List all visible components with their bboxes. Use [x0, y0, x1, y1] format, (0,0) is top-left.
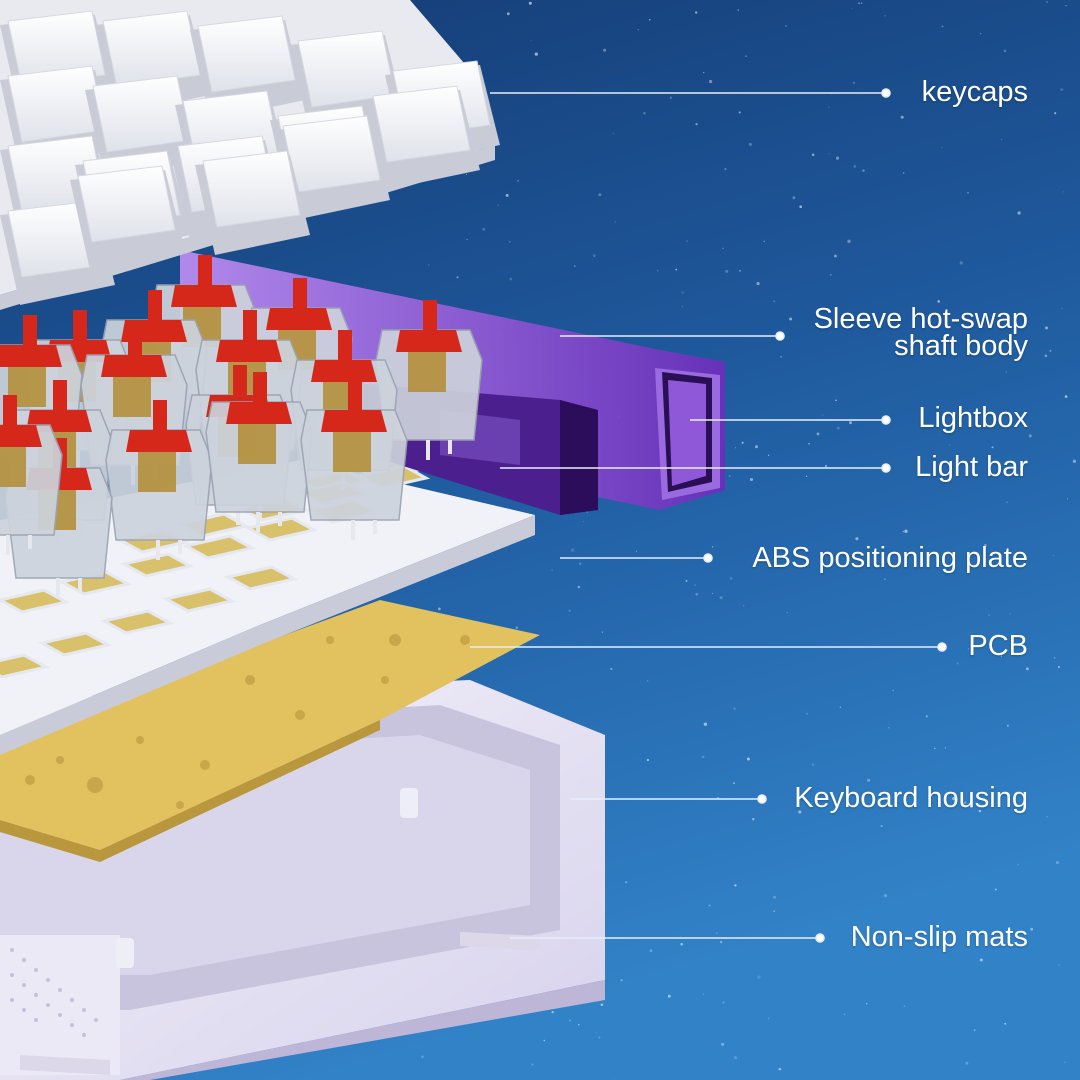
- label-lightbox: Lightbox: [918, 402, 1028, 434]
- label-sleeve-hot-swap-shaft-body: Sleeve hot-swap shaft body: [813, 303, 1028, 362]
- label-light-bar: Light bar: [915, 451, 1028, 483]
- label-non-slip-mats: Non-slip mats: [850, 921, 1028, 953]
- label-keycaps: keycaps: [921, 76, 1028, 108]
- keycaps: [0, 0, 500, 310]
- label-keyboard-housing: Keyboard housing: [794, 782, 1028, 814]
- leader-lines: [470, 88, 947, 943]
- label-abs-positioning-plate: ABS positioning plate: [752, 542, 1028, 574]
- label-pcb: PCB: [968, 630, 1028, 662]
- non-slip-mats: [20, 932, 540, 1075]
- hot-swap-switches: [0, 255, 483, 598]
- pcb-board: [0, 600, 540, 862]
